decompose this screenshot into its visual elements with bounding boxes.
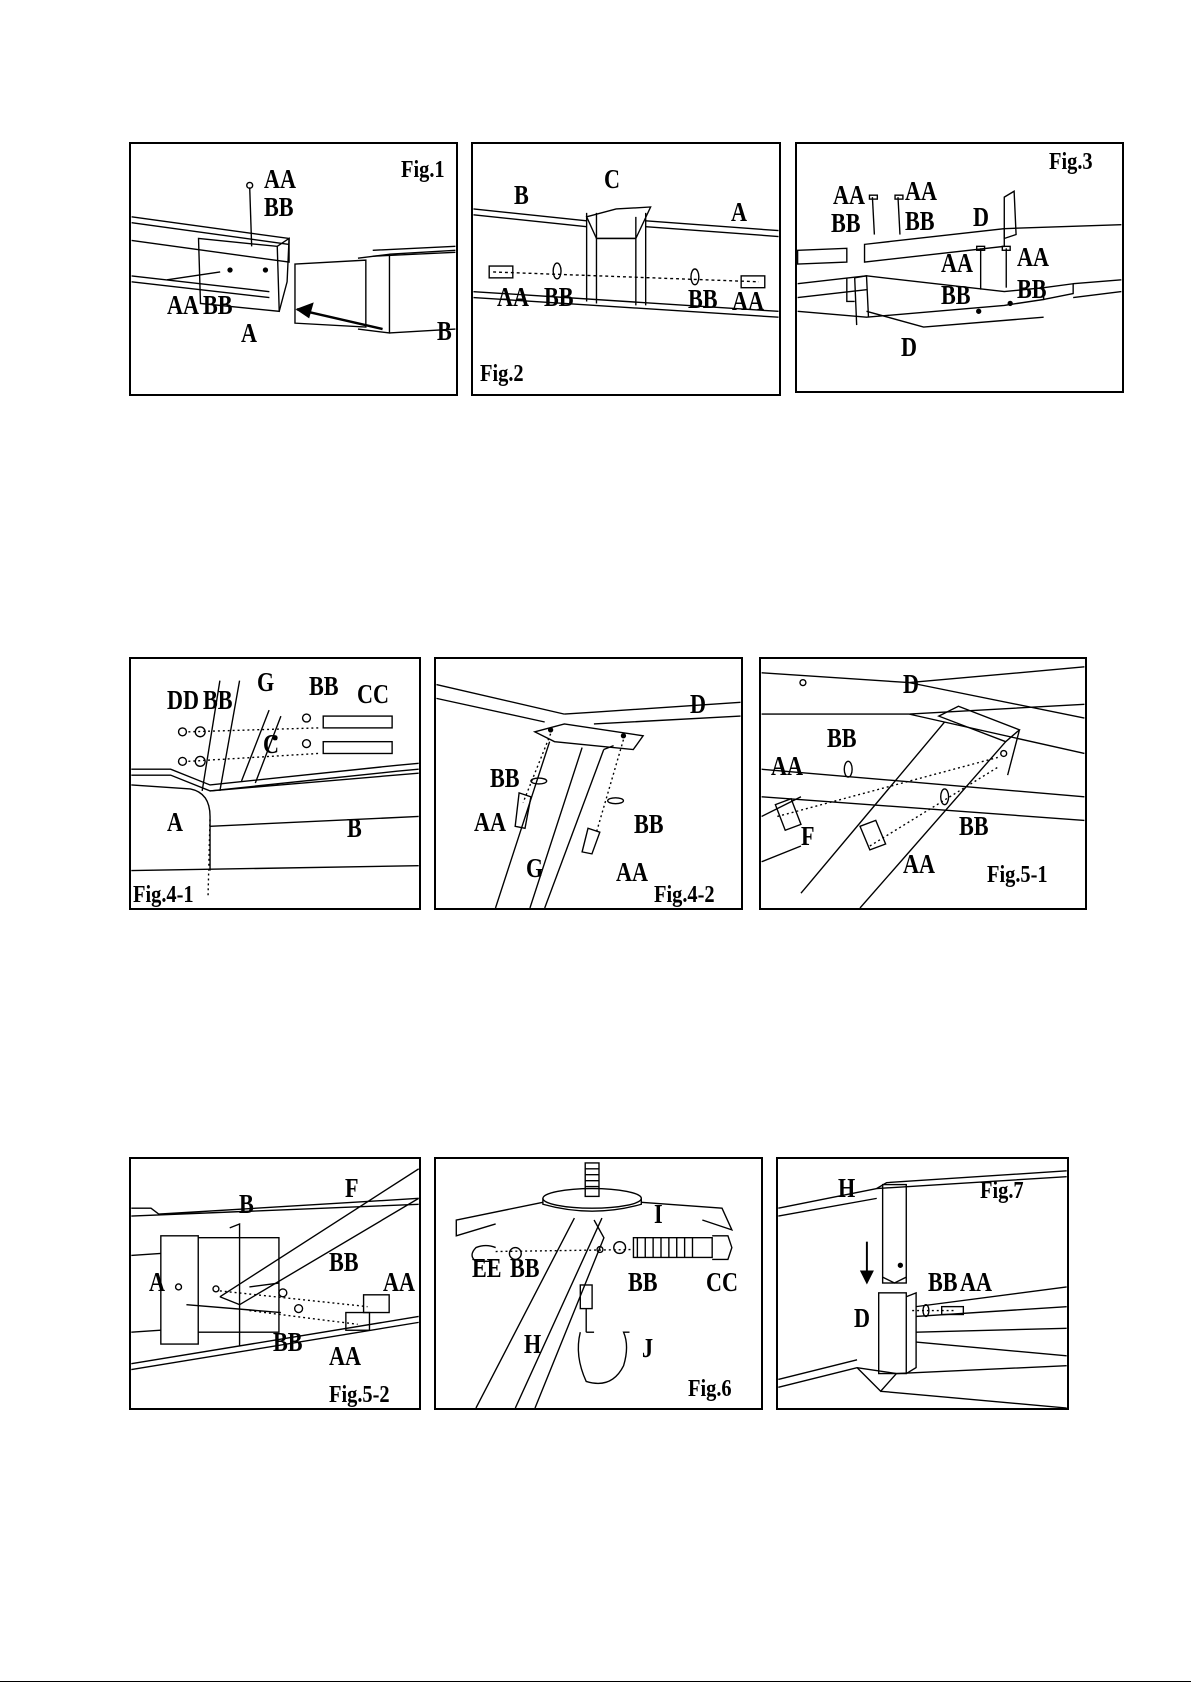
label-part-f: F: [801, 823, 815, 850]
label-bb: BB: [941, 282, 971, 309]
label-part-c: C: [263, 731, 279, 758]
figure-4-2-panel: D BB AA BB G AA Fig.4-2: [434, 657, 743, 910]
label-aa: AA: [941, 250, 973, 277]
figure-7-panel: H BB AA D Fig.7: [776, 1157, 1069, 1410]
label-aa: AA: [616, 859, 648, 886]
label-bb: BB: [203, 687, 233, 714]
label-part-b: B: [347, 815, 362, 842]
label-aa: AA: [383, 1269, 415, 1296]
label-bb: BB: [928, 1269, 958, 1296]
label-bb: BB: [309, 673, 339, 700]
label-aa: AA: [167, 292, 199, 319]
label-bb: BB: [959, 813, 989, 840]
label-bb: BB: [273, 1329, 303, 1356]
label-ee: EE: [472, 1255, 502, 1282]
label-bb: BB: [827, 725, 857, 752]
label-part-d: D: [690, 691, 706, 718]
label-part-d: D: [903, 671, 919, 698]
figure-6-panel: I EE BB BB CC H J Fig.6: [434, 1157, 763, 1410]
figure-1-panel: AA BB AA BB A B Fig.1: [129, 142, 458, 396]
figure-caption: Fig.7: [980, 1179, 1024, 1203]
label-bb: BB: [628, 1269, 658, 1296]
figure-5-2-illustration: [131, 1159, 419, 1408]
label-bb: BB: [688, 286, 718, 313]
label-aa: AA: [905, 178, 937, 205]
label-aa: AA: [264, 166, 296, 193]
label-aa: AA: [732, 288, 764, 315]
page-bottom-rule: [0, 1681, 1191, 1682]
label-part-g: G: [526, 855, 543, 882]
label-part-i: I: [654, 1201, 663, 1228]
figure-2-panel: B C A AA BB BB AA Fig.2: [471, 142, 781, 396]
label-part-f: F: [345, 1175, 359, 1202]
label-part-a: A: [241, 320, 257, 347]
figure-caption: Fig.4-1: [133, 883, 194, 907]
figure-4-1-panel: DD BB G BB CC C A B Fig.4-1: [129, 657, 421, 910]
label-part-d: D: [973, 204, 989, 231]
label-cc: CC: [706, 1269, 738, 1296]
label-part-a: A: [167, 809, 183, 836]
label-aa: AA: [497, 284, 529, 311]
label-part-d: D: [854, 1305, 870, 1332]
label-cc: CC: [357, 681, 389, 708]
label-part-b: B: [514, 182, 529, 209]
label-part-h: H: [838, 1175, 855, 1202]
label-part-j: J: [642, 1335, 653, 1362]
label-bb: BB: [1017, 276, 1047, 303]
figure-3-panel: AA AA BB BB D AA AA BB BB D Fig.3: [795, 142, 1124, 393]
label-part-a: A: [731, 199, 747, 226]
figure-5-2-panel: B F A BB AA BB AA Fig.5-2: [129, 1157, 421, 1410]
label-bb: BB: [831, 210, 861, 237]
label-bb: BB: [264, 194, 294, 221]
figure-caption: Fig.2: [480, 362, 524, 386]
label-part-d: D: [901, 334, 917, 361]
figure-caption: Fig.5-1: [987, 863, 1048, 887]
label-bb: BB: [510, 1255, 540, 1282]
label-bb: BB: [544, 284, 574, 311]
label-aa: AA: [329, 1343, 361, 1370]
label-part-h: H: [524, 1331, 541, 1358]
figure-caption: Fig.4-2: [654, 883, 715, 907]
label-bb: BB: [329, 1249, 359, 1276]
label-bb: BB: [634, 811, 664, 838]
figure-caption: Fig.1: [401, 158, 445, 182]
label-bb: BB: [490, 765, 520, 792]
label-bb: BB: [905, 208, 935, 235]
label-dd: DD: [167, 687, 199, 714]
label-aa: AA: [903, 851, 935, 878]
label-aa: AA: [474, 809, 506, 836]
figure-7-illustration: [778, 1159, 1067, 1408]
label-part-b: B: [239, 1191, 254, 1218]
figure-5-1-panel: D BB AA F BB AA Fig.5-1: [759, 657, 1087, 910]
figure-caption: Fig.6: [688, 1377, 732, 1401]
label-part-c: C: [604, 166, 620, 193]
label-bb: BB: [203, 292, 233, 319]
label-part-b: B: [437, 318, 452, 345]
label-aa: AA: [960, 1269, 992, 1296]
figure-caption: Fig.3: [1049, 150, 1093, 174]
label-part-a: A: [149, 1269, 165, 1296]
label-aa: AA: [771, 753, 803, 780]
figure-caption: Fig.5-2: [329, 1383, 390, 1407]
label-aa: AA: [833, 182, 865, 209]
label-aa: AA: [1017, 244, 1049, 271]
label-part-g: G: [257, 669, 274, 696]
